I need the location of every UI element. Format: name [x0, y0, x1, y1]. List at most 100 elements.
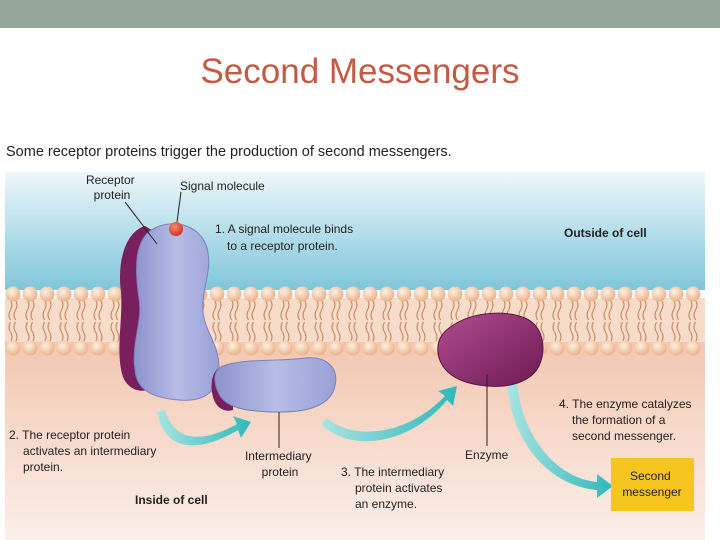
phospholipid-tail	[399, 299, 404, 321]
phospholipid-tail	[387, 299, 392, 321]
phospholipid-tail	[251, 299, 256, 321]
phospholipid-tail	[81, 299, 86, 321]
phospholipid-head	[243, 286, 259, 302]
phospholipid-tail	[98, 299, 103, 321]
phospholipid-tail	[552, 321, 557, 343]
phospholipid-tail	[574, 321, 579, 343]
top-bar	[0, 0, 720, 28]
phospholipid-head	[617, 286, 633, 302]
phospholipid-tail	[574, 299, 579, 321]
phospholipid-tail	[59, 321, 64, 343]
phospholipid-head	[651, 286, 667, 302]
phospholipid-tail	[608, 299, 613, 321]
phospholipid-tail	[42, 321, 47, 343]
phospholipid-head	[39, 286, 55, 302]
phospholipid-tail	[659, 299, 664, 321]
second-messenger-diagram: Receptor protein Signal molecule 1. A si…	[5, 172, 705, 540]
phospholipid-tail	[246, 299, 251, 321]
phospholipid-tail	[353, 321, 358, 343]
phospholipid-head	[600, 286, 616, 302]
phospholipid-head	[532, 286, 548, 302]
arrow-receptor-to-intermediary	[157, 410, 251, 446]
phospholipid-tail	[319, 321, 324, 343]
phospholipid-tail	[569, 299, 574, 321]
phospholipid-tail	[404, 321, 409, 343]
receptor-protein	[119, 223, 220, 401]
phospholipid-tail	[382, 299, 387, 321]
phospholipid-tail	[59, 299, 64, 321]
phospholipid-head	[464, 286, 480, 302]
phospholipid-tail	[13, 299, 18, 321]
phospholipid-head	[481, 286, 497, 302]
phospholipid-head	[209, 286, 225, 302]
phospholipid-tail	[620, 299, 625, 321]
phospholipid-head	[226, 286, 242, 302]
phospholipid-tail	[540, 321, 545, 343]
phospholipid-tail	[535, 299, 540, 321]
phospholipid-tail	[387, 321, 392, 343]
phospholipid-head	[294, 340, 310, 356]
phospholipid-head	[685, 286, 701, 302]
phospholipid-head	[566, 286, 582, 302]
phospholipid-tail	[42, 299, 47, 321]
phospholipid-tail	[64, 299, 69, 321]
phospholipid-tail	[523, 299, 528, 321]
phospholipid-head	[5, 286, 21, 302]
phospholipid-tail	[569, 321, 574, 343]
phospholipid-tail	[416, 321, 421, 343]
phospholipid-head	[396, 340, 412, 356]
label-outside-of-cell: Outside of cell	[564, 226, 647, 240]
phospholipid-tail	[348, 321, 353, 343]
phospholipid-head	[668, 340, 684, 356]
phospholipid-tail	[217, 299, 222, 321]
phospholipid-tail	[115, 299, 120, 321]
phospholipid-head	[668, 286, 684, 302]
arrow-intermediary-to-enzyme	[321, 386, 457, 442]
label-signal-molecule: Signal molecule	[180, 179, 265, 193]
phospholipid-head	[22, 340, 38, 356]
phospholipid-tail	[234, 299, 239, 321]
phospholipid-head	[56, 286, 72, 302]
phospholipid-tail	[348, 299, 353, 321]
phospholipid-head	[311, 340, 327, 356]
phospholipid-tail	[314, 299, 319, 321]
phospholipid-tail	[404, 299, 409, 321]
phospholipid-head	[243, 340, 259, 356]
phospholipid-tail	[671, 299, 676, 321]
phospholipid-tail	[455, 299, 460, 321]
phospholipid-tail	[608, 321, 613, 343]
phospholipid-head	[583, 340, 599, 356]
phospholipid-tail	[110, 321, 115, 343]
phospholipid-tail	[47, 321, 52, 343]
phospholipid-tail	[688, 299, 693, 321]
intermediary-protein	[211, 357, 337, 413]
phospholipid-tail	[676, 321, 681, 343]
phospholipid-tail	[620, 321, 625, 343]
phospholipid-tail	[217, 321, 222, 343]
phospholipid-tail	[229, 299, 234, 321]
phospholipid-head	[379, 286, 395, 302]
phospholipid-tail	[433, 321, 438, 343]
phospholipid-tail	[30, 299, 35, 321]
phospholipid-tail	[586, 299, 591, 321]
phospholipid-head	[311, 286, 327, 302]
phospholipid-tail	[246, 321, 251, 343]
label-step-2: 2. The receptor protein activates an int…	[9, 428, 160, 474]
phospholipid-tail	[421, 321, 426, 343]
phospholipid-head	[379, 340, 395, 356]
phospholipid-head	[90, 286, 106, 302]
phospholipid-tail	[603, 299, 608, 321]
phospholipid-tail	[654, 321, 659, 343]
phospholipid-tail	[234, 321, 239, 343]
phospholipid-head	[260, 340, 276, 356]
phospholipid-tail	[98, 321, 103, 343]
phospholipid-tail	[212, 321, 217, 343]
phospholipid-tail	[586, 321, 591, 343]
phospholipid-tail	[263, 299, 268, 321]
phospholipid-tail	[76, 299, 81, 321]
phospholipid-tail	[642, 321, 647, 343]
phospholipid-tail	[416, 299, 421, 321]
phospholipid-tail	[693, 321, 698, 343]
phospholipid-tail	[365, 321, 370, 343]
signal-molecule	[169, 222, 183, 236]
